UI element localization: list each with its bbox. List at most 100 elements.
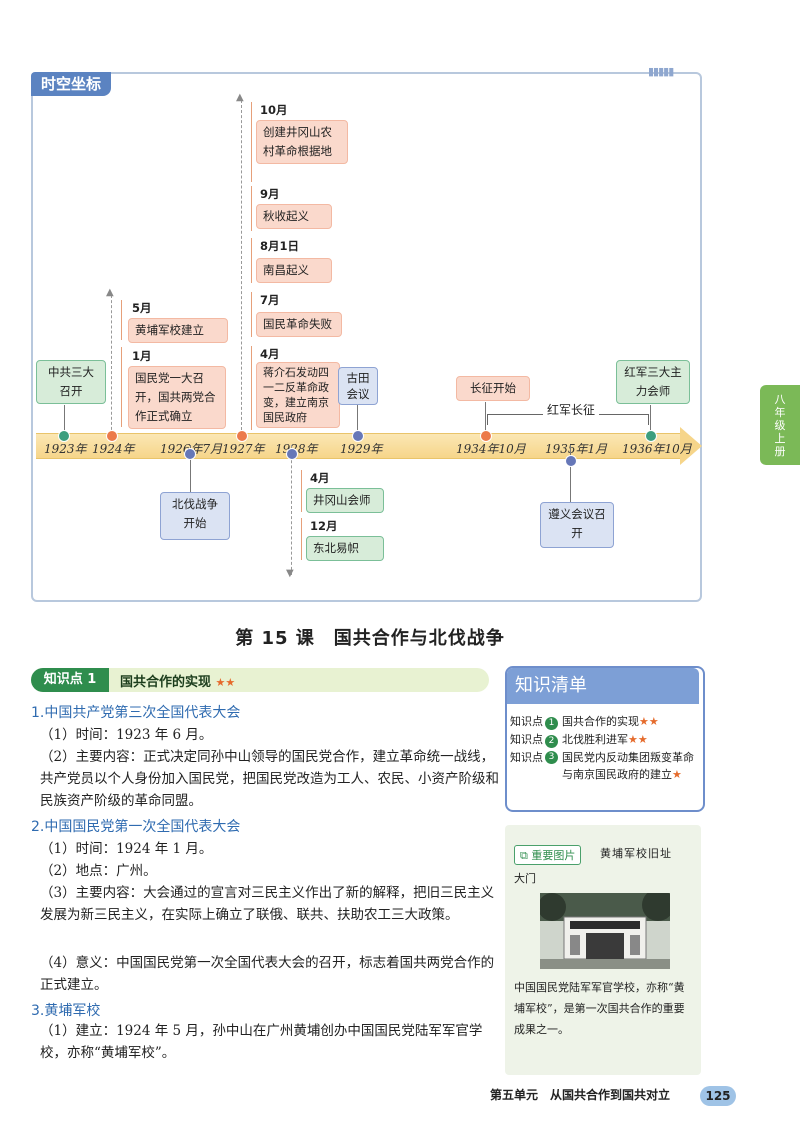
year-label: 1923年 — [44, 442, 87, 456]
year-label: 1936年10月 — [622, 442, 692, 456]
event-1935: 遵义会议召开 — [540, 502, 614, 548]
event-1927-aug: 南昌起义 — [256, 258, 332, 283]
tab-char: 级 — [774, 418, 786, 432]
event-dot — [565, 455, 577, 467]
kl-number: 2 — [545, 735, 558, 748]
star-rating: ★★ — [628, 733, 648, 746]
bracket — [251, 238, 252, 283]
timeline-label: 时空坐标 — [31, 72, 111, 96]
event-month: 7月 — [260, 293, 280, 307]
event-1929: 古田会议 — [338, 367, 378, 405]
kp-title-text: 国共合作的实现 — [120, 675, 212, 690]
bracket — [251, 102, 252, 182]
tab-char: 年 — [774, 405, 786, 419]
section-item: （2）地点：广州。 — [40, 863, 157, 879]
event-1927-sep: 秋收起义 — [256, 204, 332, 229]
down-arrow-icon: ▼ — [286, 568, 294, 579]
up-arrow-icon: ▲ — [106, 287, 114, 298]
tab-char: 册 — [774, 444, 786, 458]
timeline-arrowhead — [680, 427, 702, 465]
event-month: 10月 — [260, 103, 288, 117]
connector — [357, 405, 358, 435]
event-1927-oct: 创建井冈山农村革命根据地 — [256, 120, 348, 164]
connector — [570, 445, 571, 503]
section-heading: 2.中国国民党第一次全国代表大会 — [31, 819, 241, 835]
year-label: 1935年1月 — [545, 442, 608, 456]
section-item: （3）主要内容：大会通过的宣言对三民主义作出了新的解释，把旧三民主义发展为新三民… — [40, 885, 495, 923]
section-item: （1）时间：1923 年 6 月。 — [40, 727, 213, 743]
kl-text: 国民党内反动集团叛变革命与南京国民政府的建立★ — [562, 749, 698, 783]
event-month: 12月 — [310, 519, 338, 533]
kl-prefix: 知识点 — [510, 733, 543, 746]
event-dot — [106, 430, 118, 442]
event-dot — [184, 448, 196, 460]
whampoa-gate-photo — [540, 893, 670, 969]
section-item: （2）主要内容：正式决定同孙中山领导的国民党合作，建立革命统一战线，共产党员以个… — [40, 749, 499, 809]
kl-text-body: 国民党内反动集团叛变革命与南京国民政府的建立 — [562, 751, 694, 781]
kl-text: 北伐胜利进军 — [562, 733, 628, 746]
star-rating: ★ — [672, 768, 682, 781]
event-1928-dec: 东北易帜 — [306, 536, 384, 561]
bracket — [251, 186, 252, 231]
event-month: 5月 — [132, 301, 152, 315]
section-item: （1）时间：1924 年 1 月。 — [40, 841, 213, 857]
event-dot — [236, 430, 248, 442]
year-label: 1934年10月 — [456, 442, 526, 456]
star-rating: ★★ — [639, 715, 659, 728]
knowledge-list-title: 知识清单 — [507, 668, 699, 704]
tab-char: 八 — [774, 392, 786, 406]
kl-text: 国共合作的实现 — [562, 715, 639, 728]
up-arrow-icon: ▲ — [236, 92, 244, 103]
kl-number: 3 — [545, 751, 558, 764]
image-tag-icon: ⧉ — [520, 849, 528, 862]
knowledge-point-title: 国共合作的实现 ★★ — [120, 671, 235, 690]
image-tag-label: 重要图片 — [531, 849, 576, 862]
image-caption-continued: 大门 — [514, 872, 536, 885]
star-rating: ★★ — [215, 676, 236, 689]
unit-footer: 第五单元 从国共合作到国共对立 — [490, 1088, 671, 1102]
connector — [241, 100, 242, 435]
connector — [650, 405, 651, 435]
section-item: （4）意义：中国国民党第一次全国代表大会的召开，标志着国共两党合作的正式建立。 — [40, 955, 495, 993]
event-month: 4月 — [310, 471, 330, 485]
section-heading: 3.黄埔军校 — [31, 1003, 101, 1019]
event-dot — [352, 430, 364, 442]
tab-char: 上 — [774, 431, 786, 445]
kl-prefix: 知识点 — [510, 751, 543, 764]
event-1923: 中共三大召开 — [36, 360, 106, 404]
bracket — [121, 347, 122, 427]
knowledge-point-tag: 知识点 1 — [31, 668, 109, 692]
event-dot — [645, 430, 657, 442]
connector — [190, 445, 191, 495]
page-number: 125 — [700, 1086, 736, 1106]
section-heading: 1.中国共产党第三次全国代表大会 — [31, 705, 241, 721]
long-march-label: 红军长征 — [543, 401, 600, 418]
event-dot — [286, 448, 298, 460]
kl-number: 1 — [545, 717, 558, 730]
year-label: 1929年 — [340, 442, 383, 456]
connector — [291, 445, 292, 575]
event-1924-may: 黄埔军校建立 — [128, 318, 228, 343]
event-month: 9月 — [260, 187, 280, 201]
important-image-tag: ⧉ 重要图片 — [514, 845, 582, 865]
event-month: 8月1日 — [260, 239, 300, 253]
event-1936: 红军三大主力会师 — [616, 360, 690, 404]
event-1927-jul: 国民革命失败 — [256, 312, 342, 337]
year-label: 1927年 — [222, 442, 265, 456]
connector — [111, 295, 112, 435]
grade-side-tab: 八 年 级 上 册 — [760, 385, 800, 465]
event-1924-jan: 国民党一大召开，国共两党合作正式确立 — [128, 366, 226, 429]
event-dot — [58, 430, 70, 442]
bracket — [121, 300, 122, 340]
decor-dots: ▮▮▮▮▮ — [648, 65, 674, 78]
image-caption: 黄埔军校旧址 — [600, 847, 672, 860]
connector — [485, 402, 486, 434]
connector — [64, 405, 65, 433]
bracket — [301, 518, 302, 560]
event-1927-apr: 蒋介石发动四一二反革命政变，建立南京国民政府 — [256, 362, 340, 428]
event-month: 1月 — [132, 349, 152, 363]
bracket — [301, 470, 302, 512]
